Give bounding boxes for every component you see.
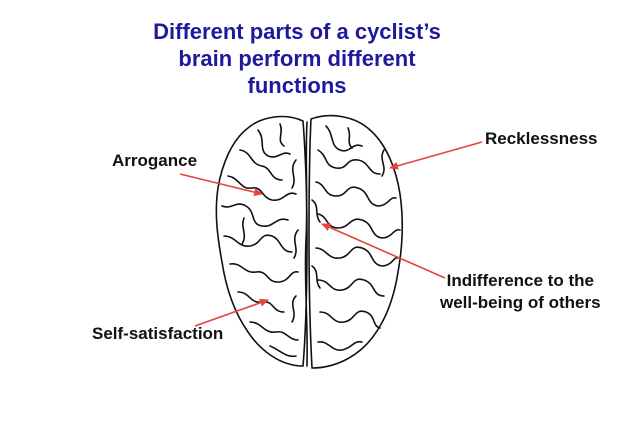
slide-title: Different parts of a cyclist’s brain per… [112, 18, 482, 99]
title-line-1: Different parts of a cyclist’s [153, 19, 441, 44]
label-self-satisfaction: Self-satisfaction [92, 324, 224, 343]
annotation-arrows [179, 141, 483, 327]
indifference-arrow [321, 223, 446, 279]
brain-illustration [215, 114, 403, 369]
arrogance-arrow [179, 173, 263, 196]
label-indifference-line-2: well-being of others [440, 293, 601, 312]
recklessness-arrow [389, 141, 483, 170]
right-hemisphere [308, 114, 403, 369]
label-indifference-line-1: Indifference to the [446, 271, 594, 290]
label-arrogance: Arrogance [112, 151, 198, 170]
self-satisfaction-arrow [194, 298, 269, 327]
left-hemisphere [215, 115, 308, 367]
title-line-2: brain perform different [178, 46, 416, 71]
title-line-3: functions [247, 73, 347, 98]
central-fissure [304, 121, 308, 367]
label-recklessness: Recklessness [485, 129, 598, 148]
label-indifference: Indifference to the well-being of others [440, 270, 601, 314]
